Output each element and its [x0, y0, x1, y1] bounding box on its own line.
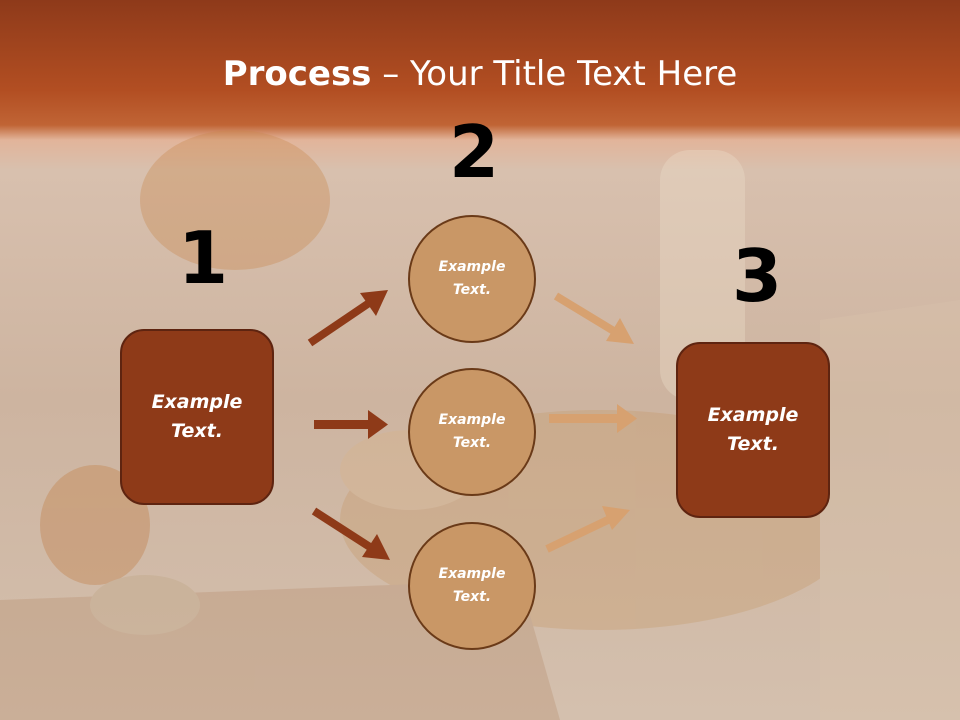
step-1-label-line2: Text. [171, 420, 223, 442]
pumpkin-shape [40, 465, 150, 585]
cloth-shape [820, 300, 960, 720]
step-3-label-line1: Example [707, 404, 799, 426]
step-number-3: 3 [732, 234, 783, 318]
step-number-1: 1 [178, 216, 229, 300]
circle-bottom-line1: Example [438, 566, 506, 582]
circle-top-line2: Text. [452, 282, 492, 298]
arrow-1-to-bottom [311, 507, 390, 560]
step-1-box: Example Text. [120, 329, 274, 505]
circle-top: Example Text. [408, 215, 536, 343]
title-bold: Process [222, 54, 372, 94]
slide-title: Process – Your Title Text Here [0, 52, 960, 96]
circle-bottom-line2: Text. [452, 589, 492, 605]
circle-middle: Example Text. [408, 368, 536, 496]
circle-middle-line1: Example [438, 412, 506, 428]
arrow-1-to-top [307, 290, 388, 347]
title-rest: – Your Title Text Here [371, 54, 738, 94]
pumpkin-shape [140, 130, 330, 270]
arrow-1-to-middle [314, 410, 388, 439]
arrow-bottom-to-3 [545, 506, 630, 553]
step-number-2: 2 [449, 110, 500, 194]
scoop-shape [90, 575, 200, 635]
step-1-label-line1: Example [151, 391, 243, 413]
arrow-middle-to-3 [549, 404, 637, 433]
arrow-top-to-3 [553, 292, 634, 344]
step-3-box: Example Text. [676, 342, 830, 518]
circle-middle-line2: Text. [452, 435, 492, 451]
bottle-shape [660, 150, 745, 400]
step-3-label-line2: Text. [727, 433, 779, 455]
circle-bottom: Example Text. [408, 522, 536, 650]
circle-top-line1: Example [438, 259, 506, 275]
